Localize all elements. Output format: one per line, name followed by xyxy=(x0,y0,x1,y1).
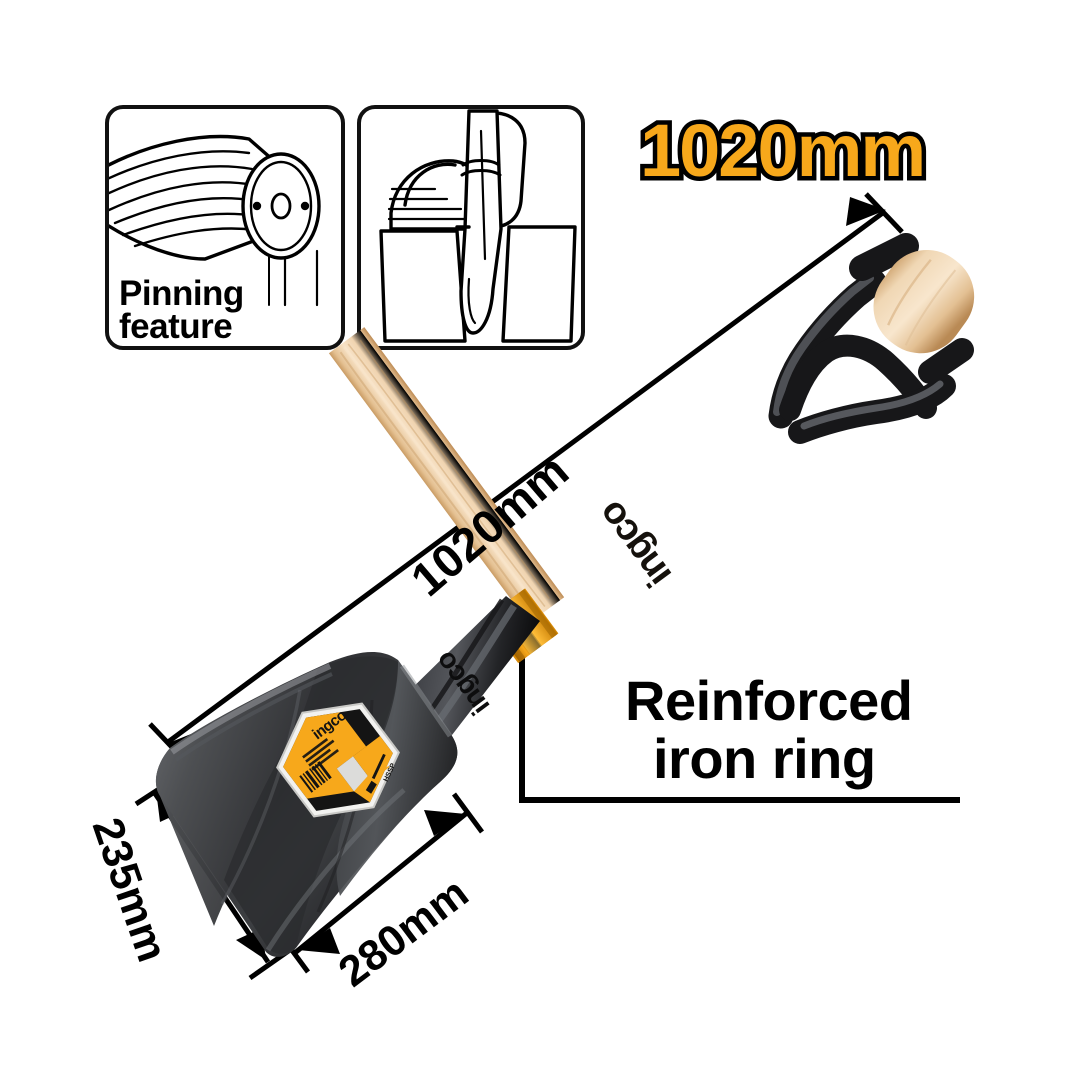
feature-caption-pinning: Pinning feature xyxy=(119,273,244,347)
feature-box-pinning: Pinning feature xyxy=(105,105,345,350)
dim-tick-1020-upper xyxy=(864,192,904,234)
arrow-280-right xyxy=(424,810,466,836)
d-handle-grip xyxy=(873,249,975,354)
callout-line2: iron ring xyxy=(653,726,876,790)
callout-reinforced-iron-ring: Reinforced iron ring xyxy=(625,672,913,787)
svg-text:ingco: ingco xyxy=(590,494,680,595)
arrow-280-left xyxy=(298,928,340,954)
feature-caption-line1: Pinning xyxy=(119,273,244,313)
wooden-shaft xyxy=(328,327,565,624)
dim-tick-280-right xyxy=(451,792,485,834)
callout-leader-path xyxy=(519,628,960,803)
foot-step-blade-icon xyxy=(379,109,577,343)
arrow-1020-upper xyxy=(846,197,886,226)
d-handle-frame xyxy=(768,233,974,444)
shaft-brand-logo: ingco xyxy=(590,494,680,595)
pinning-feature-icon xyxy=(109,134,321,307)
feature-caption-line2: feature xyxy=(119,307,233,347)
dim-line-280 xyxy=(294,810,470,954)
blade-sticker: ingco ingco xyxy=(276,702,400,818)
callout-line1: Reinforced xyxy=(625,669,913,732)
dim-line-1020 xyxy=(166,209,886,745)
headline-length-badge: 1020mm xyxy=(635,105,930,197)
feature-box-step xyxy=(357,105,585,350)
